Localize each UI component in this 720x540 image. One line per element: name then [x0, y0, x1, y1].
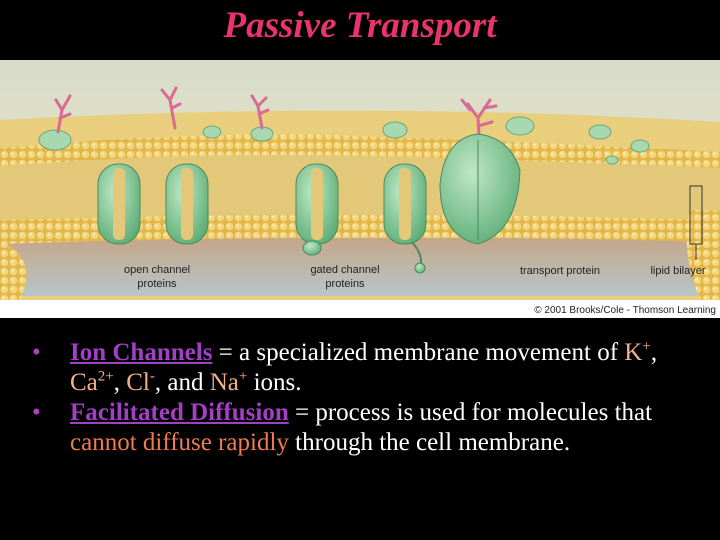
cytoplasm [0, 238, 720, 296]
open-channel-protein-1 [97, 163, 141, 245]
facilitated-diffusion-description: = process is used for molecules that [288, 399, 653, 426]
figure-copyright: © 2001 Brooks/Cole - Thomson Learning [534, 305, 716, 316]
open-channel-protein-2 [165, 163, 209, 245]
bullet-dot: • [32, 339, 41, 366]
label-transport-protein: transport protein [520, 265, 600, 277]
term-ion-channels: Ion Channels [70, 339, 213, 366]
gated-channel-protein-1 [295, 163, 339, 256]
label-gated-channel: gated channel [310, 264, 379, 276]
bullet-dot: • [32, 399, 41, 426]
ion-calcium: Ca2+ [70, 368, 114, 396]
ion-sodium: Na+ [209, 368, 248, 396]
surface-proteins [38, 116, 650, 165]
slide-title: Passive Transport [223, 5, 497, 46]
bullet-ion-channels: • Ion Channels = a specialized membrane … [32, 338, 658, 396]
ion-chloride: Cl- [126, 368, 155, 396]
ion-potassium: K+ [624, 338, 651, 366]
lipid-bilayer-bracket [689, 185, 703, 260]
bullet-facilitated-diffusion: • Facilitated Diffusion = process is use… [32, 399, 653, 456]
bullet-list: • Ion Channels = a specialized membrane … [28, 338, 708, 458]
transport-protein-shape [439, 133, 521, 245]
label-open-channel-2: proteins [137, 278, 177, 290]
term-facilitated-diffusion: Facilitated Diffusion [70, 399, 289, 426]
gated-channel-protein-2 [383, 163, 427, 274]
membrane-illustration: open channel proteins gated channel prot… [0, 60, 720, 318]
label-lipid-bilayer: lipid bilayer [650, 265, 705, 277]
highlight-cannot-diffuse: cannot diffuse rapidly [70, 429, 289, 456]
ion-channels-description: = a specialized membrane movement of [212, 339, 625, 366]
label-open-channel: open channel [124, 264, 190, 276]
outer-lipid-layer [0, 134, 720, 168]
label-gated-channel-2: proteins [325, 278, 365, 290]
